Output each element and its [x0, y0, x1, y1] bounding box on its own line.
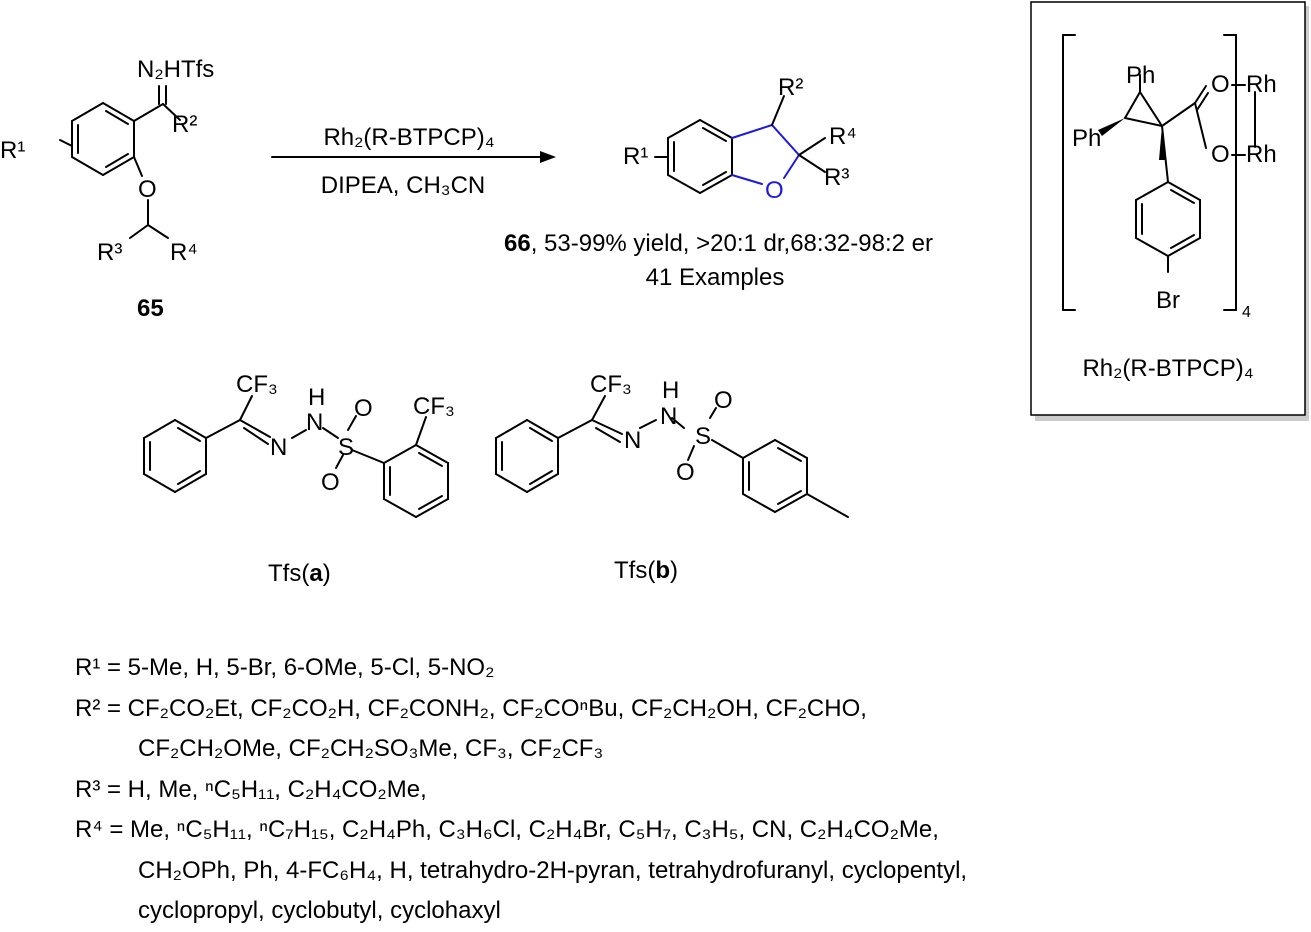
product-oxygen: O: [765, 177, 784, 204]
tfs-a-o1: O: [354, 395, 373, 422]
substrate-benzene-ring: [71, 102, 135, 176]
catalyst-oxygen-2: O: [1211, 141, 1230, 168]
tfs-b-cf3-top: CF₃: [590, 371, 632, 398]
product-side-bonds: [771, 95, 826, 173]
r4-definition-line1: R⁴ = Me, ⁿC₅H₁₁, ⁿC₇H₁₅, C₂H₄Ph, C₃H₆Cl,…: [75, 816, 939, 843]
tfs-a-o2: O: [321, 469, 340, 496]
catalyst-rh-2: Rh: [1246, 141, 1277, 168]
tfs-b-o2: O: [676, 459, 695, 486]
substrate-r3: R³: [97, 239, 122, 266]
reaction-scheme: N₂HTfs R¹ R² O R³ R⁴ 65 Rh₂(R-BTPCP)₄ DI…: [0, 1, 1309, 587]
tfs-b-s: S: [695, 423, 711, 450]
catalyst-structure-bonds: [1124, 74, 1256, 273]
catalyst-bromine: Br: [1156, 287, 1180, 314]
catalyst-brackets: [1062, 34, 1237, 311]
catalyst-oxygen-1: O: [1211, 71, 1230, 98]
tfs-a-cf3-top: CF₃: [236, 371, 278, 398]
tfs-b-label: Tfs(b): [614, 557, 678, 584]
catalyst-box: Ph Ph O O Rh Rh Br 4 Rh₂(R-BTPCP)₄: [1030, 1, 1309, 421]
reagents-label: DIPEA, CH₃CN: [321, 172, 485, 199]
catalyst-wedge-bond: [1098, 118, 1125, 136]
tfs-b-structure: CF₃ H N N S O O Tfs(b): [495, 371, 849, 584]
substituent-definitions: R¹ = 5-Me, H, 5-Br, 6-OMe, 5-Cl, 5-NO₂ R…: [75, 648, 967, 932]
tfs-a-cf3-ring: CF₃: [413, 393, 455, 420]
product-benzene-ring: [654, 119, 733, 194]
product-r2: R²: [778, 74, 803, 101]
r1-definition: R¹ = 5-Me, H, 5-Br, 6-OMe, 5-Cl, 5-NO₂: [75, 654, 495, 681]
product-r3: R³: [824, 164, 849, 191]
product-r1: R¹: [623, 143, 648, 170]
product-yield-text: , 53-99% yield, >20:1 dr,68:32-98:2 er: [531, 230, 933, 257]
substrate-number: 65: [137, 295, 164, 322]
r4-definition-line3: cyclopropyl, cyclobutyl, cyclohaxyl: [138, 897, 501, 924]
tfs-a-h: H: [308, 384, 325, 411]
substrate-n2htfs: N₂HTfs: [137, 56, 214, 83]
tfs-a-bonds: [143, 395, 449, 518]
tfs-b-h: H: [662, 377, 679, 404]
reaction-arrow: [271, 151, 556, 163]
catalyst-label: Rh₂(R-BTPCP)₄: [323, 124, 494, 151]
substrate-r1: R¹: [0, 137, 25, 164]
tfs-a-n2: N: [270, 434, 287, 461]
tfs-a-n1: N: [306, 409, 323, 436]
product-r4: R⁴: [829, 123, 857, 150]
examples-count: 41 Examples: [646, 264, 785, 291]
substrate-side-bonds: [59, 85, 181, 239]
r2-definition-line2: CF₂CH₂OMe, CF₂CH₂SO₃Me, CF₃, CF₂CF₃: [138, 735, 604, 762]
catalyst-bracket-subscript: 4: [1242, 304, 1251, 321]
catalyst-wedge-bond-2: [1159, 126, 1166, 160]
substrate-r4: R⁴: [170, 239, 198, 266]
substrate-r2: R²: [172, 111, 197, 138]
substrate-65: N₂HTfs R¹ R² O R³ R⁴ 65: [0, 56, 214, 322]
product-number: 66: [504, 230, 531, 257]
tfs-a-label: Tfs(a): [268, 560, 331, 587]
dihydrofuran-ring: [731, 124, 800, 185]
substrate-oxygen: O: [138, 176, 157, 203]
tfs-b-bonds: [495, 395, 849, 518]
r4-definition-line2: CH₂OPh, Ph, 4-FC₆H₄, H, tetrahydro-2H-py…: [138, 856, 968, 884]
r3-definition: R³ = H, Me, ⁿC₅H₁₁, C₂H₄CO₂Me,: [75, 775, 427, 803]
tfs-a-s: S: [338, 434, 354, 461]
product-66: O R² R⁴ R³ R¹ 66, 53-99% yield, >20:1 dr…: [504, 74, 933, 291]
catalyst-name: Rh₂(R-BTPCP)₄: [1082, 355, 1253, 382]
r2-definition-line1: R² = CF₂CO₂Et, CF₂CO₂H, CF₂CONH₂, CF₂COⁿ…: [75, 694, 867, 722]
tfs-b-o1: O: [714, 387, 733, 414]
tfs-b-n2: N: [624, 427, 641, 454]
catalyst-ph-left: Ph: [1072, 125, 1101, 152]
tfs-a-structure: CF₃ H N N S O O CF₃ Tfs(a): [143, 371, 455, 587]
tfs-b-n1: N: [660, 403, 677, 430]
catalyst-rh-1: Rh: [1246, 71, 1277, 98]
product-yield-line: 66, 53-99% yield, >20:1 dr,68:32-98:2 er: [504, 230, 933, 257]
catalyst-ph-top: Ph: [1126, 62, 1155, 89]
